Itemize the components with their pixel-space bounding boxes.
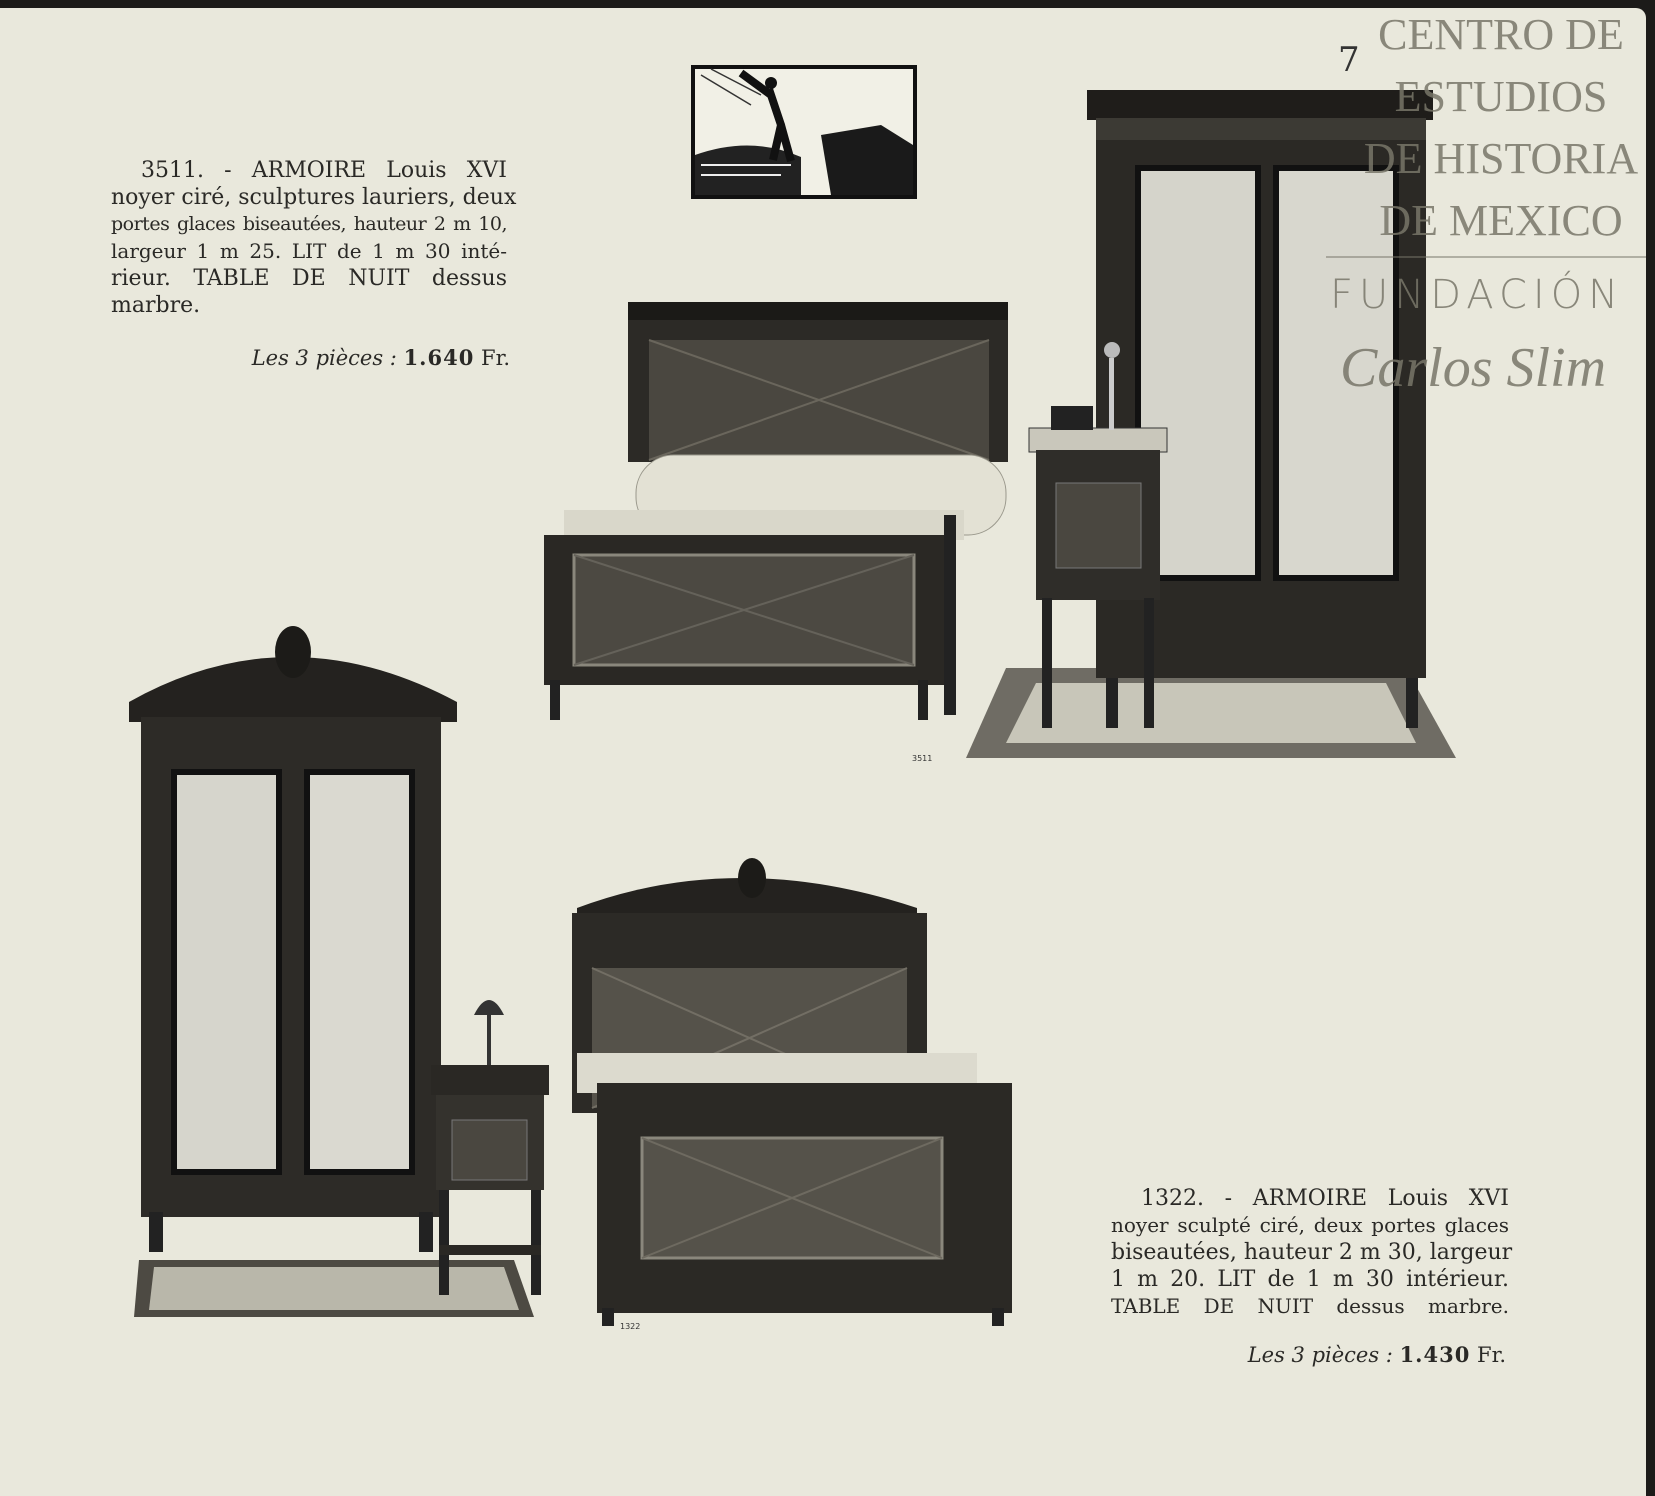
watermark-institution: CENTRO DE ESTUDIOS DE HISTORIA DE MEXICO (1346, 4, 1655, 252)
watermark-signature: Carlos Slim (1340, 337, 1607, 399)
page-number: 7 (1338, 40, 1360, 80)
photo-caption-1322: 1322 (620, 1322, 641, 1331)
watermark-line: DE HISTORIA (1363, 134, 1639, 183)
woodcutter-vignette (691, 65, 917, 199)
description-line: TABLE DE NUIT dessus marbre. (1111, 1294, 1509, 1318)
description-line: portes glaces biseautées, hauteur 2 m 10… (111, 213, 508, 235)
description-1322: 1322. - ARMOIRE Louis XVI noyer sculpté … (1111, 1185, 1513, 1320)
description-line: 1 m 20. LIT de 1 m 30 intérieur. (1111, 1267, 1509, 1292)
description-line: rieur. TABLE DE NUIT dessus (111, 266, 507, 291)
watermark-line: ESTUDIOS (1394, 72, 1608, 121)
description-line: largeur 1 m 25. LIT de 1 m 30 inté- (111, 239, 507, 263)
watermark-line: DE MEXICO (1379, 196, 1623, 245)
description-line: noyer ciré, sculptures lauriers, deux (111, 185, 517, 210)
armoire-nightstand-3511-illustration (966, 90, 1456, 758)
bed-1322-illustration (572, 858, 1012, 1326)
photo-caption-3511: 3511 (912, 754, 933, 763)
watermark-foundation: FUNDACIÓN (1330, 272, 1625, 318)
description-line: noyer sculpté ciré, deux portes glaces (1111, 1213, 1509, 1237)
armoire-1322-illustration (129, 626, 457, 1252)
price-label: Les 3 pièces : (251, 346, 397, 370)
price-1322: Les 3 pièces : 1.430 Fr. (1248, 1342, 1506, 1367)
price-value: 1.640 (403, 345, 475, 370)
description-3511: 3511. - ARMOIRE Louis XVI noyer ciré, sc… (111, 157, 517, 319)
description-line: marbre. (111, 293, 201, 318)
description-line: 3511. - ARMOIRE Louis XVI (141, 158, 507, 183)
price-3511: Les 3 pièces : 1.640 Fr. (252, 345, 510, 370)
watermark-line: CENTRO DE (1378, 10, 1624, 59)
price-currency: Fr. (1477, 1343, 1506, 1367)
description-line: 1322. - ARMOIRE Louis XVI (1141, 1186, 1509, 1211)
rug-nightstand-1322-illustration (134, 1000, 549, 1317)
price-label: Les 3 pièces : (1247, 1343, 1393, 1367)
price-currency: Fr. (481, 346, 510, 370)
bed-3511-illustration (544, 302, 1008, 720)
watermark-divider (1326, 256, 1646, 258)
price-value: 1.430 (1399, 1342, 1471, 1367)
description-line: biseautées, hauteur 2 m 30, largeur (1111, 1240, 1513, 1265)
